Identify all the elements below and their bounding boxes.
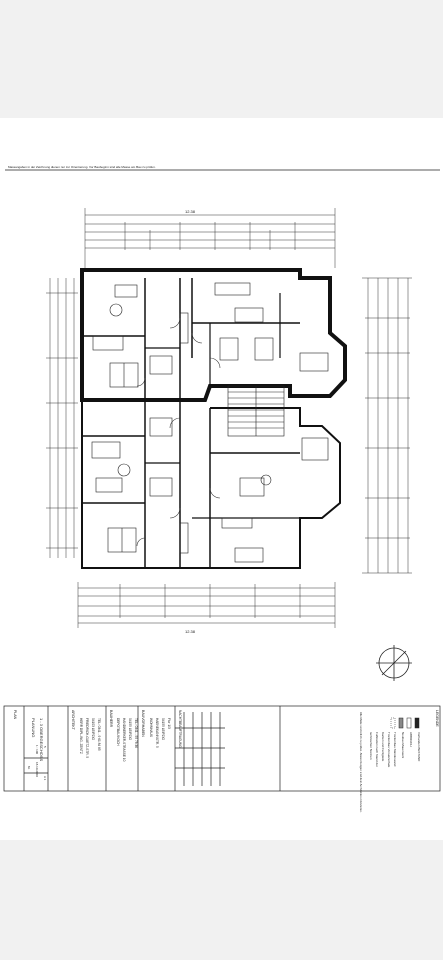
building-walls: [80, 268, 347, 569]
door-swings: [136, 317, 221, 547]
owner-line-4: TEL: 0341 - 55 78 36: [134, 718, 138, 748]
project-line-2: HAENEKANNSTR. 5: [155, 718, 159, 748]
plan-label: PLAN: [13, 710, 17, 720]
investor-label: BAUVORHABEN: [141, 710, 145, 737]
date-value: 18.10.2006: [35, 762, 39, 777]
legend-item-4: Trockenbau Ständerwand: [393, 732, 397, 767]
right-dimension-chains: [362, 277, 412, 574]
architect-label: ARCHITEKT: [71, 710, 75, 731]
plan-sheet: Massangaben in der Zeichnung dienen nur …: [0, 118, 443, 840]
architect-line-4: TEL: 0341 - 9 61 84 85: [97, 718, 101, 751]
project-line-4: Flur 1/3: [167, 718, 171, 729]
architect-line-3: 04103 LEIPZIG: [91, 718, 95, 740]
bottom-dimension-chains: [77, 582, 336, 628]
legend-item-8: technischen Normen: [369, 732, 373, 760]
index-value: 5: [43, 746, 47, 748]
scale-value: 1 : 100: [35, 745, 39, 755]
planning-label: PLANUNG: [31, 718, 36, 737]
owner-line-2: HANDWERKER-STRASSE 10: [122, 718, 126, 762]
legend-item-1: Vorhanden BESTAND: [417, 732, 421, 762]
dimension-bottom-label: 12.38: [185, 629, 196, 634]
legend-item-3: Neubau Mauerwerk: [401, 732, 405, 759]
legend-item-2: ABBRUCH: [409, 732, 413, 747]
project-line-3: 04155 LEIPZIG: [161, 718, 165, 740]
legend-item-7: Fußboden nach Stand der: [375, 732, 379, 767]
title-plan-cell: PLAN: [13, 710, 17, 720]
architect-line-1: HERR DIPL-ING. ZENTZ: [79, 718, 83, 754]
project-line-1: WOHNHAUS: [149, 718, 153, 737]
floor-plan-drawing: Massangaben in der Zeichnung dienen nur …: [3, 165, 441, 813]
staircase: [227, 385, 285, 437]
dimension-top-label: 12.38: [185, 209, 196, 214]
legend-title: LEGENDE: [435, 710, 439, 727]
scale-label: M.: [27, 766, 31, 769]
furniture: [91, 282, 329, 563]
plan-title: 1 - 3 OBERGESCHOSS: [39, 718, 44, 761]
sheet-number: A 1: [43, 776, 47, 781]
legend-item-5: Trockenbau Vorsatzschale: [387, 732, 391, 768]
legend-swatches: [390, 717, 420, 729]
legend-footnote: Alle Maße sind örtlich zu prüfen. Abweic…: [359, 712, 363, 813]
top-dimension-chains: [84, 208, 336, 268]
owner-line-1: DEPOTBAU KOCH: [116, 718, 120, 746]
header-note: Massangaben in der Zeichnung dienen nur …: [8, 165, 156, 169]
architect-line-2: FRIEDRICH-GUETZ-STR. 5: [85, 718, 89, 758]
project-stamp: NACHTBEAUFTRAGUNG: [178, 710, 182, 748]
left-dimension-chains: [46, 278, 78, 558]
legend-item-6: Kanten und Fertigteile: [381, 732, 385, 762]
owner-line-3: 04155 LEIPZIG: [128, 718, 132, 740]
owner-label: BAUHERR: [109, 710, 113, 728]
north-arrow-icon: [376, 645, 412, 681]
title-block: [3, 705, 441, 792]
